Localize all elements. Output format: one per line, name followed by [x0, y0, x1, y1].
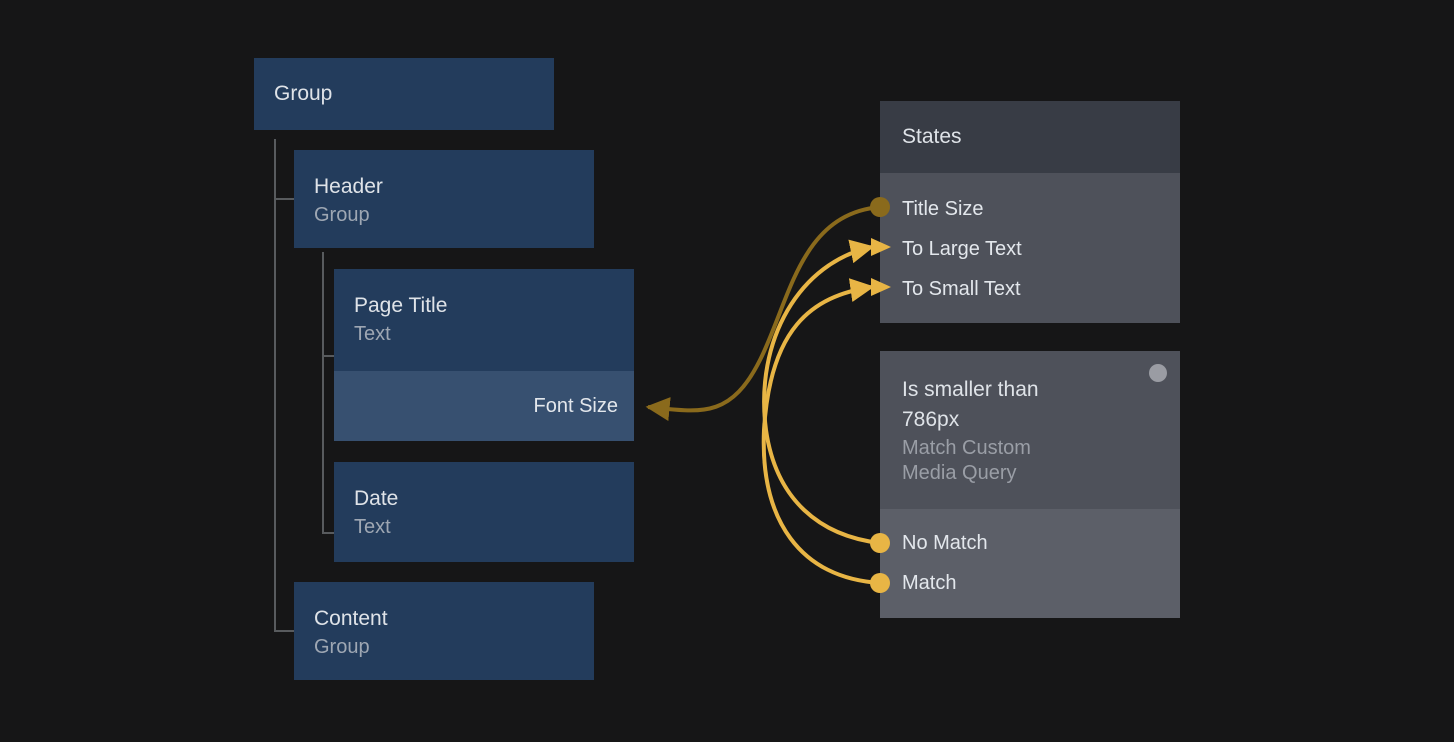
- panel-media-query-subtitle-line2: Media Query: [902, 462, 1017, 484]
- panel-states-title: States: [902, 125, 962, 148]
- panel-media-query[interactable]: Is smaller than 786px Match Custom Media…: [880, 351, 1180, 618]
- panel-states-port-to-large-text[interactable]: To Large Text: [902, 238, 1022, 260]
- tree-node-group[interactable]: Group: [254, 58, 554, 130]
- status-indicator-dot[interactable]: [1149, 364, 1167, 382]
- panel-media-query-connectors: [870, 533, 890, 593]
- tree-branch-page-title: [322, 355, 336, 357]
- port-arrow-to-large-text[interactable]: [871, 238, 891, 256]
- port-arrow-to-small-text[interactable]: [871, 278, 891, 296]
- tree-node-content-title: Content: [314, 607, 388, 630]
- tree-node-page-title-subtitle: Text: [354, 323, 391, 345]
- tree-branch-content: [274, 630, 296, 632]
- tree-node-page-title[interactable]: Page Title Text Font Size: [334, 269, 634, 441]
- tree-line-root-vertical: [274, 139, 276, 632]
- tree-node-header-title: Header: [314, 175, 383, 198]
- tree-node-content[interactable]: Content Group: [294, 582, 594, 680]
- panel-media-query-title-line1: Is smaller than: [902, 378, 1039, 401]
- panel-media-query-port-match[interactable]: Match: [902, 572, 957, 594]
- tree-node-date[interactable]: Date Text: [334, 462, 634, 562]
- panel-media-query-port-no-match[interactable]: No Match: [902, 532, 988, 554]
- tree-branch-date: [322, 532, 336, 534]
- tree-node-header-subtitle: Group: [314, 204, 370, 226]
- panel-states-port-to-small-text[interactable]: To Small Text: [902, 278, 1021, 300]
- tree-line-header-vertical: [322, 252, 324, 534]
- tree-node-row-font-size-label: Font Size: [533, 395, 618, 417]
- port-dot-no-match[interactable]: [870, 533, 890, 553]
- panel-states-port-title-size[interactable]: Title Size: [902, 198, 984, 220]
- panel-states-header: States: [880, 101, 1180, 173]
- panel-media-query-header: Is smaller than 786px Match Custom Media…: [880, 351, 1180, 509]
- tree-node-group-title: Group: [274, 82, 333, 105]
- tree-branch-header: [274, 198, 294, 200]
- edge-title-size-to-font-size: [645, 205, 881, 422]
- port-dot-title-size[interactable]: [870, 197, 890, 217]
- tree-node-header[interactable]: Header Group: [294, 150, 594, 248]
- panel-states[interactable]: States Title Size To Large Text To Small…: [880, 101, 1180, 323]
- panel-media-query-body: No Match Match: [880, 509, 1180, 618]
- tree-node-date-subtitle: Text: [354, 516, 391, 538]
- tree-node-content-subtitle: Group: [314, 636, 370, 658]
- tree-node-row-font-size[interactable]: Font Size: [334, 371, 634, 441]
- panel-media-query-title-line2: 786px: [902, 408, 960, 431]
- tree-node-date-title: Date: [354, 487, 399, 510]
- panel-states-connectors: [870, 197, 891, 296]
- tree-node-page-title-title: Page Title: [354, 294, 448, 317]
- panel-states-body: Title Size To Large Text To Small Text: [880, 173, 1180, 323]
- port-dot-match[interactable]: [870, 573, 890, 593]
- panel-media-query-subtitle-line1: Match Custom: [902, 437, 1031, 459]
